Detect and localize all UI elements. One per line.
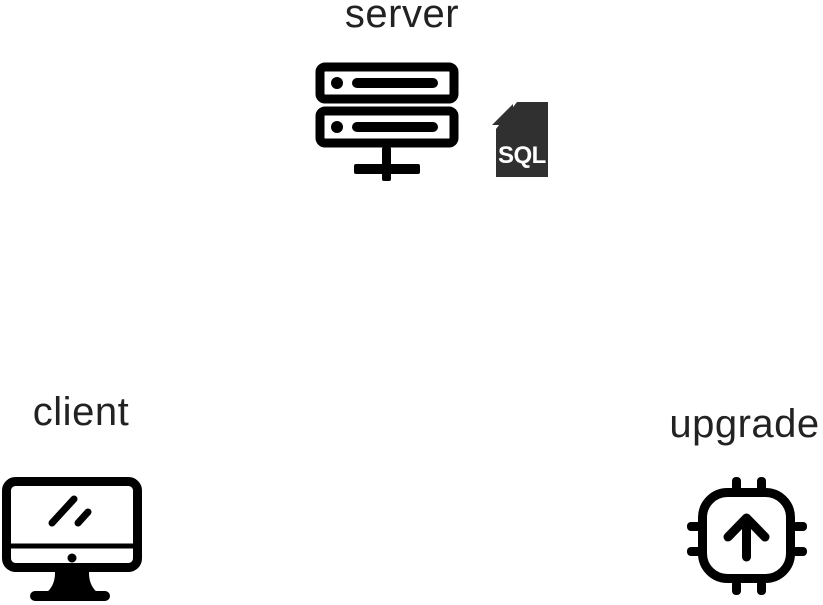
- client-label: client: [32, 390, 130, 434]
- desktop-computer-icon: [2, 477, 142, 601]
- chip-upgrade-icon: [687, 477, 807, 595]
- node-server[interactable]: server SQL: [312, 0, 557, 187]
- upgrade-label: upgrade: [669, 402, 820, 446]
- server-label: server: [344, 0, 460, 36]
- node-client[interactable]: client: [2, 390, 162, 605]
- node-upgrade[interactable]: upgrade: [666, 402, 823, 605]
- sql-file-icon: SQL: [492, 102, 548, 177]
- sql-badge-label: SQL: [498, 142, 546, 169]
- server-rack-icon: [315, 62, 459, 181]
